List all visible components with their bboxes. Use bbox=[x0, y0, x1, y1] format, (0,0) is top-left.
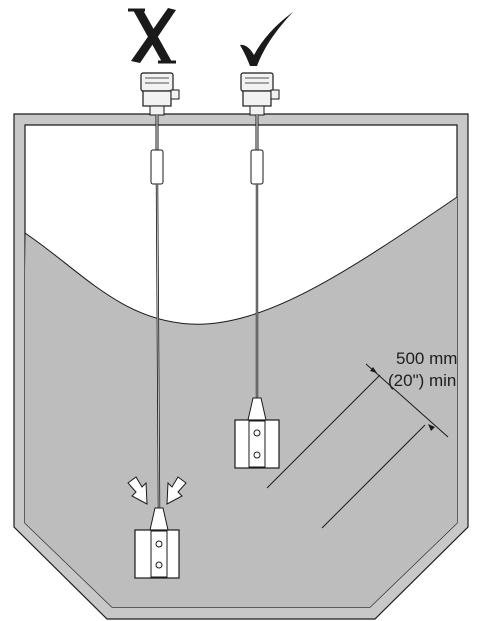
dimension-leader-top bbox=[266, 374, 381, 489]
liquid bbox=[25, 194, 457, 607]
arrow-left-icon bbox=[127, 476, 148, 505]
cable-sleeve bbox=[250, 149, 264, 185]
dimension-label-line1: 500 mm bbox=[396, 349, 458, 368]
switch-incorrect bbox=[134, 72, 180, 579]
arrows bbox=[127, 476, 187, 505]
correct-mark-icon bbox=[240, 12, 293, 66]
dimension-leader-bottom bbox=[321, 424, 426, 529]
switch-correct bbox=[234, 72, 280, 469]
switch-head bbox=[140, 72, 174, 92]
dimension-label-line2: (20") min bbox=[388, 371, 457, 390]
dimension bbox=[266, 363, 449, 529]
incorrect-mark-icon bbox=[128, 8, 176, 64]
cable-sleeve bbox=[150, 149, 164, 185]
dimension-line bbox=[365, 363, 449, 438]
switch-head bbox=[240, 72, 274, 92]
arrow-right-icon bbox=[166, 476, 187, 505]
